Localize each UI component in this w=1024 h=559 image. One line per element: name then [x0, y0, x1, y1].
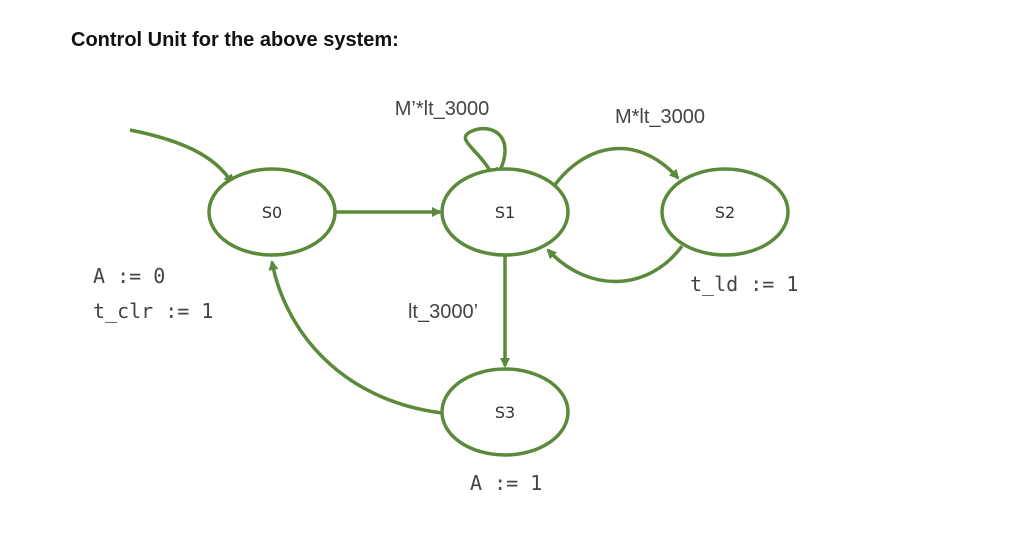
action-s2: t_ld := 1: [690, 272, 798, 296]
page-title: Control Unit for the above system:: [71, 29, 399, 51]
edge-start-to-s0: [129, 128, 234, 185]
state-s1: [440, 167, 570, 257]
action-s3: A := 1: [470, 471, 542, 495]
condition-s1-to-s3: lt_3000’: [408, 301, 478, 323]
state-s2-label: S2: [715, 203, 735, 222]
edge-s1-to-s2: [548, 146, 680, 193]
edge-s3-to-s0: [268, 260, 443, 415]
state-s0: [207, 167, 337, 257]
state-s0-label: S0: [262, 203, 282, 222]
state-s2: [660, 167, 790, 257]
edge-s1-self-loop: [463, 126, 507, 178]
condition-s1-to-s2: M*lt_3000: [615, 106, 705, 128]
action-s0-line1: A := 0: [93, 264, 165, 288]
state-s3: [440, 367, 570, 457]
condition-s1-self-loop: M’*lt_3000: [395, 98, 490, 120]
state-s3-label: S3: [495, 403, 515, 422]
edge-s2-to-s1: [546, 244, 684, 284]
state-s1-label: S1: [495, 203, 515, 222]
action-s0-line2: t_clr := 1: [93, 299, 213, 323]
